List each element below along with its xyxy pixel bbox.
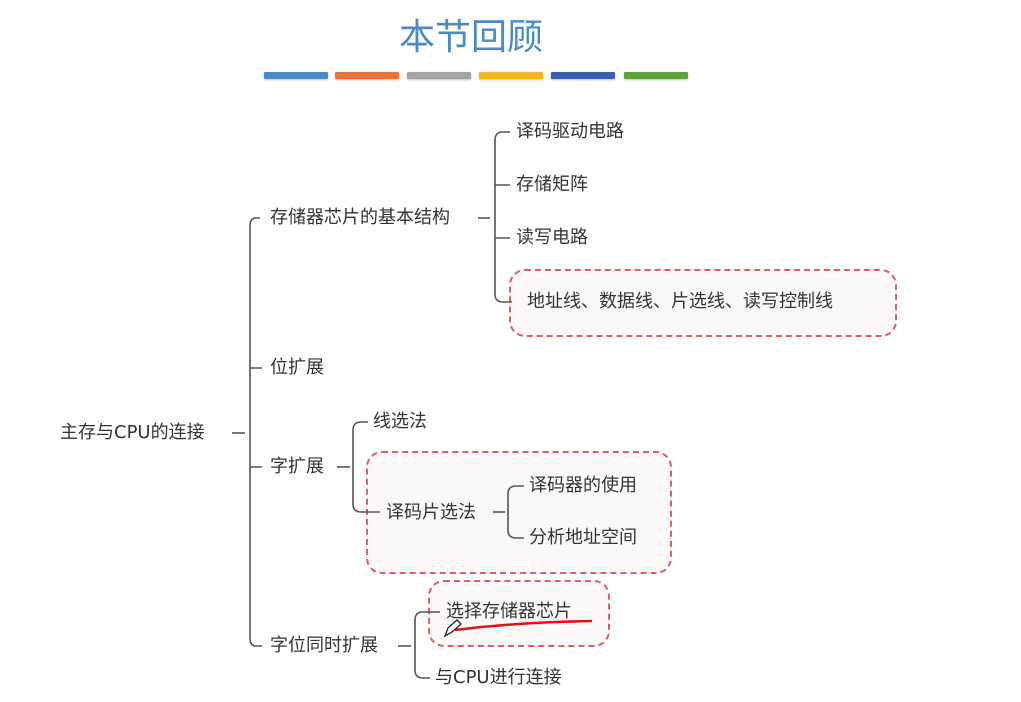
node-line-select: 线选法: [373, 411, 427, 432]
node-memory-chip-structure: 存储器芯片的基本结构: [270, 207, 450, 228]
pencil-cursor-icon: [443, 619, 462, 638]
node-signal-lines: 地址线、数据线、片选线、读写控制线: [527, 291, 833, 312]
color-bar-green: [624, 72, 688, 79]
color-bar-yellow: [479, 72, 543, 79]
pen-annotation-underline: [454, 619, 593, 632]
node-word-expansion: 字扩展: [270, 456, 324, 477]
root-node: 主存与CPU的连接: [60, 422, 205, 443]
node-bit-expansion: 位扩展: [270, 357, 324, 378]
node-connect-cpu: 与CPU进行连接: [435, 667, 562, 688]
node-word-bit-expansion: 字位同时扩展: [270, 635, 378, 656]
node-address-space: 分析地址空间: [529, 527, 637, 548]
color-bar-orange: [335, 72, 399, 79]
node-decoder-driver: 译码驱动电路: [516, 121, 624, 142]
node-select-memory-chip: 选择存储器芯片: [446, 601, 572, 622]
slide-title: 本节回顾: [398, 17, 543, 58]
node-rw-circuit: 读写电路: [516, 227, 588, 248]
highlight-box-select-chip: [428, 580, 610, 647]
highlight-box-signal-lines: [509, 269, 897, 337]
color-bar-darkblue: [551, 72, 615, 79]
node-decoder-usage: 译码器的使用: [529, 475, 637, 496]
color-bar-blue: [264, 72, 328, 79]
node-decoder-chip-select: 译码片选法: [386, 502, 476, 523]
color-bar-gray: [407, 72, 471, 79]
node-storage-matrix: 存储矩阵: [516, 174, 588, 195]
